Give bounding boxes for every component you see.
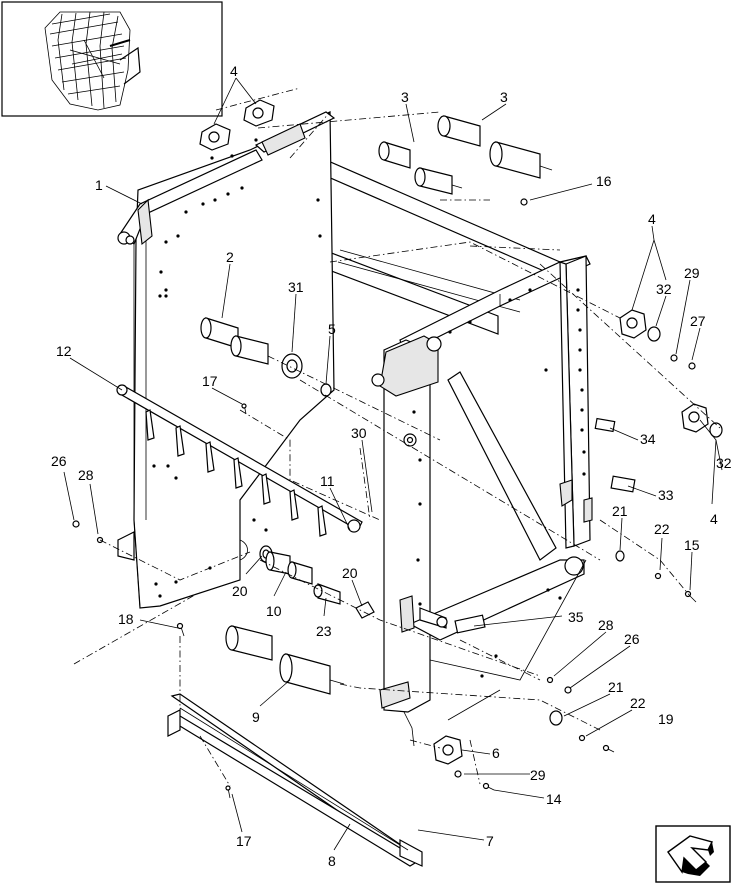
callout-32: 32 [716,455,732,471]
callout-29: 29 [530,767,546,783]
callout-27: 27 [690,313,706,329]
bearing-31 [281,353,303,379]
callout-12: 12 [56,343,72,359]
callout-31: 31 [288,279,304,295]
callout-7: 7 [486,833,494,849]
callout-29: 29 [684,265,700,281]
callout-23: 23 [316,623,332,639]
callout-22: 22 [654,521,670,537]
panel-holes-left [152,138,322,598]
callout-16: 16 [596,173,612,189]
callout-21: 21 [612,503,628,519]
roller-3b [437,115,553,179]
leader-lines [63,77,723,851]
callout-22: 22 [630,695,646,711]
callout-labels: 4 3 3 1 16 4 29 32 27 2 31 5 12 17 30 34… [51,63,732,869]
right-side-panel [371,255,593,747]
callout-21: 21 [608,679,624,695]
callout-18: 18 [118,611,134,627]
callout-6: 6 [492,745,500,761]
callout-11: 11 [320,473,335,489]
left-side-panel [117,111,336,609]
callout-4: 4 [710,511,718,527]
callout-4: 4 [230,63,238,79]
assembly-centerlines [73,87,721,787]
roll-sleeve-2 [200,317,269,365]
fasteners-lower [72,403,615,799]
callout-1: 1 [95,177,103,193]
bottom-scraper-bar [167,693,423,867]
overview-inset [1,1,223,117]
callout-35: 35 [568,609,584,625]
inset-machine-sketch [44,11,141,111]
lower-rollers [259,545,375,619]
scraper-tines [145,409,327,537]
callout-17: 17 [236,833,252,849]
callout-32: 32 [656,281,672,297]
callout-17: 17 [202,373,218,389]
roller-3a [378,141,463,195]
callout-9: 9 [252,709,260,725]
callout-10: 10 [266,603,282,619]
callout-28: 28 [598,617,614,633]
callout-4: 4 [648,211,656,227]
panel-holes-right [412,288,586,678]
callout-14: 14 [546,791,562,807]
callout-33: 33 [658,487,674,503]
callout-34: 34 [640,431,656,447]
roller-9 [225,625,345,695]
callout-3: 3 [500,89,508,105]
fasteners-right [520,198,697,603]
callout-26: 26 [624,631,640,647]
callout-28: 28 [78,467,94,483]
bearing-6 [433,735,463,765]
callout-19: 19 [658,711,674,727]
callout-26: 26 [51,453,67,469]
callout-20: 20 [232,583,248,599]
callout-15: 15 [684,537,700,553]
callout-2: 2 [226,249,234,265]
decals-33-34 [594,417,636,493]
previous-page-arrow-icon[interactable] [655,825,731,883]
callout-5: 5 [328,321,336,337]
callout-3: 3 [401,89,409,105]
bearing-plates-4-top [199,99,275,151]
callout-30: 30 [351,425,367,441]
callout-20: 20 [342,565,358,581]
bearing-4-right [619,309,723,438]
callout-8: 8 [328,853,336,869]
